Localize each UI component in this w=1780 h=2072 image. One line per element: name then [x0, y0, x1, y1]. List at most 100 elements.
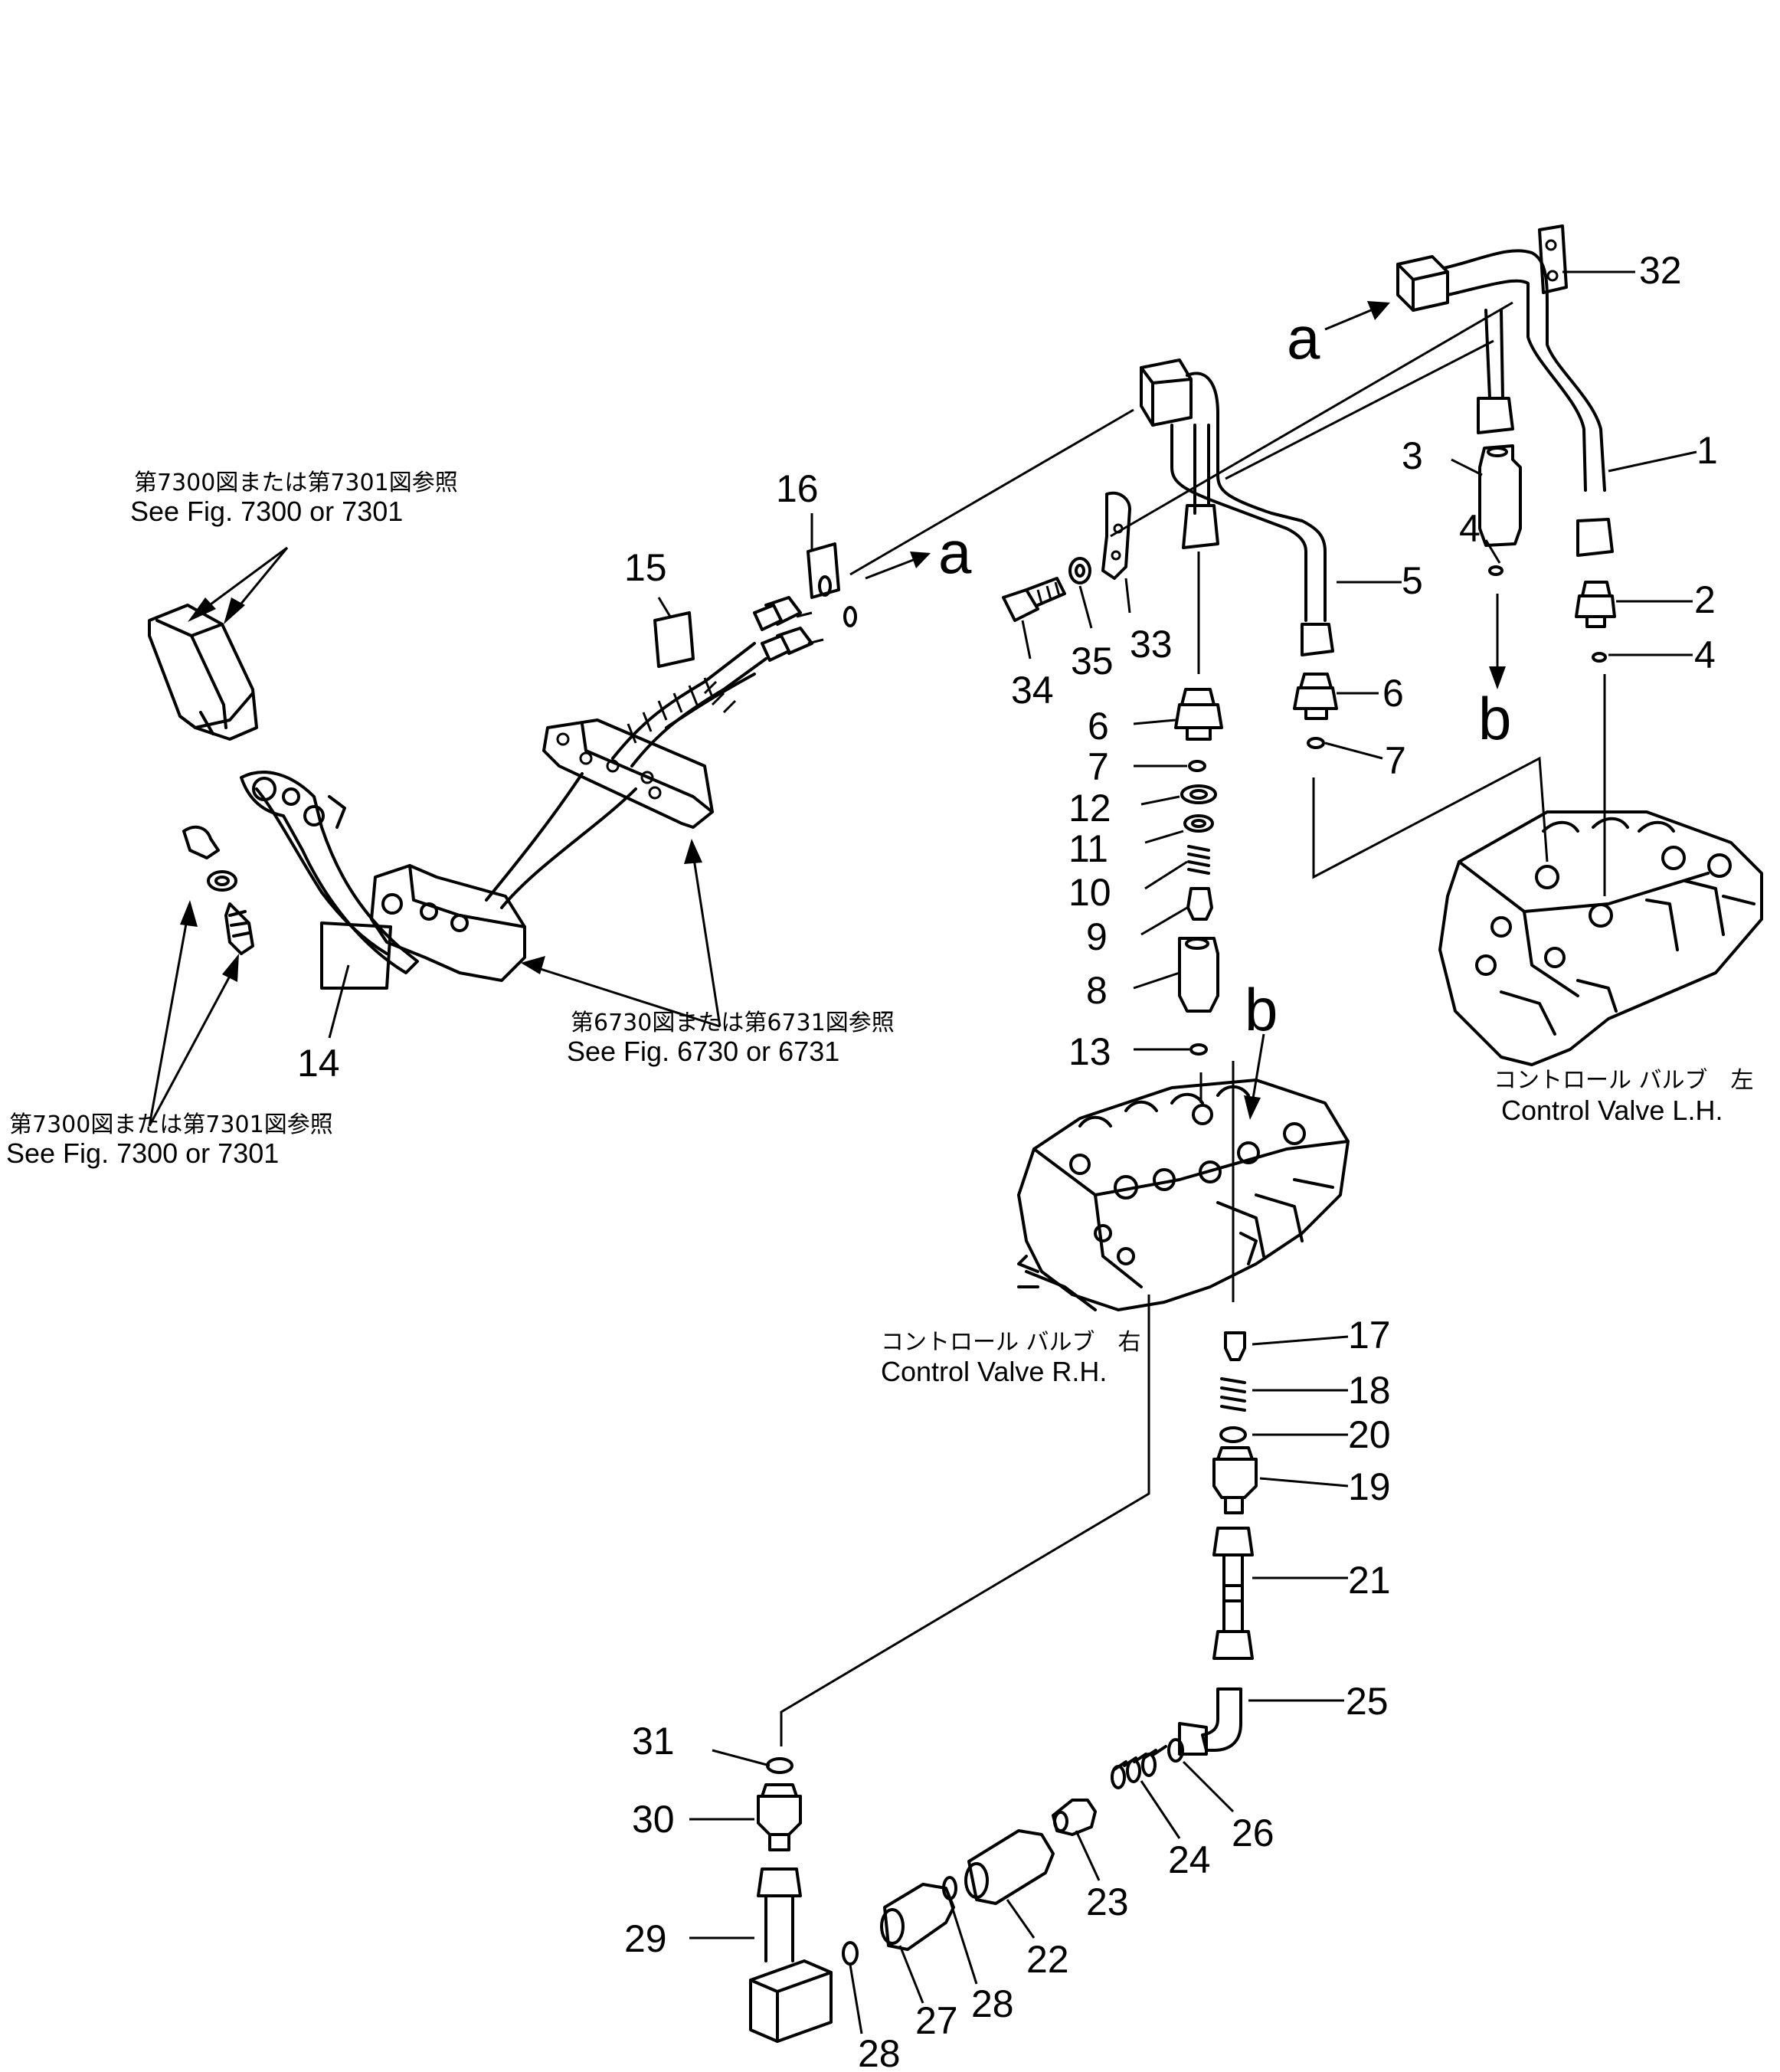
callout-27: 27 — [915, 1999, 958, 2042]
part-12-washer — [1180, 784, 1217, 804]
callout-22: 22 — [1026, 1938, 1069, 1981]
pipe5-fittings — [1293, 673, 1338, 749]
control-valve-rh — [1017, 1079, 1350, 1311]
reference-notes: 第7300図または第7301図参照 See Fig. 7300 or 7301 … — [6, 470, 1754, 1387]
pedal-lever — [240, 771, 419, 974]
part-2-4 — [1575, 581, 1616, 663]
callout-13: 13 — [1068, 1030, 1111, 1073]
letter-a-right: a — [1287, 304, 1320, 372]
part-27-body — [880, 1883, 955, 1951]
callout-7-right: 7 — [1385, 739, 1406, 782]
part-7-oring — [1188, 760, 1206, 772]
callout-6-right: 6 — [1382, 672, 1404, 715]
valve-rh-label-en: Control Valve R.H. — [881, 1356, 1107, 1387]
part-21-tube — [1212, 1527, 1254, 1660]
callout-10: 10 — [1068, 871, 1111, 914]
part-23-poppet — [1052, 1799, 1097, 1836]
note-fig7300-top-ja: 第7300図または第7301図参照 — [134, 470, 458, 496]
callout-19: 19 — [1348, 1465, 1391, 1508]
valve-rh-label-ja: コントロール バルブ 右 — [881, 1329, 1141, 1356]
letter-b-right: b — [1478, 685, 1511, 752]
bottom-chain — [749, 1738, 1184, 2043]
part-25-elbow — [1178, 1687, 1242, 1756]
callout-12: 12 — [1068, 787, 1111, 830]
callout-3: 3 — [1402, 434, 1423, 477]
hose-pair — [611, 596, 824, 768]
part-20-oring — [1219, 1426, 1247, 1443]
callout-9: 9 — [1086, 915, 1108, 958]
part-30-fitting — [757, 1783, 802, 1851]
part-3-4 — [1478, 444, 1522, 576]
callout-4-lower: 4 — [1694, 633, 1716, 676]
callout-25: 25 — [1346, 1680, 1389, 1723]
callout-7-left: 7 — [1088, 745, 1109, 788]
callout-29: 29 — [624, 1917, 667, 1960]
part-19-fitting — [1212, 1446, 1258, 1514]
part-16-orings — [807, 542, 857, 627]
callout-15: 15 — [624, 546, 667, 589]
parts-33-34-35 — [1002, 491, 1131, 622]
callout-6-left: 6 — [1088, 705, 1109, 748]
callout-8: 8 — [1086, 969, 1108, 1012]
callout-11: 11 — [1068, 827, 1108, 870]
callout-33: 33 — [1130, 623, 1173, 666]
note-fig7300-top-en: See Fig. 7300 or 7301 — [130, 496, 403, 527]
note-fig7300-bottom-ja: 第7300図または第7301図参照 — [9, 1111, 333, 1138]
callout-1: 1 — [1697, 429, 1718, 472]
note-fig7300-bottom-en: See Fig. 7300 or 7301 — [6, 1137, 279, 1169]
pedal-body — [320, 864, 526, 990]
letter-b-center: b — [1245, 976, 1278, 1043]
callout-5: 5 — [1402, 559, 1423, 602]
note-fig6730-ja: 第6730図または第6731図参照 — [571, 1010, 895, 1036]
valve-lh-label-ja: コントロール バルブ 左 — [1494, 1067, 1754, 1094]
pipe-5 — [1140, 358, 1334, 656]
callout-21: 21 — [1348, 1559, 1391, 1602]
callout-32: 32 — [1639, 249, 1682, 292]
part-26-oring — [1167, 1738, 1184, 1763]
note-fig6730-en: See Fig. 6730 or 6731 — [567, 1036, 839, 1067]
callout-35: 35 — [1071, 640, 1114, 682]
callout-14: 14 — [297, 1042, 340, 1085]
callout-23: 23 — [1086, 1881, 1129, 1923]
letter-a-left: a — [938, 519, 972, 586]
part-17-poppet — [1224, 1331, 1246, 1361]
lower-stack — [1178, 1331, 1258, 1756]
valve-lh-label-en: Control Valve L.H. — [1501, 1095, 1723, 1126]
part-28-oring-b — [842, 1941, 859, 1966]
pipe-1 — [1396, 224, 1614, 557]
connection-letters: a a b b — [938, 304, 1511, 1043]
callout-34: 34 — [1011, 669, 1054, 712]
callout-4-upper: 4 — [1459, 507, 1481, 550]
part-9-poppet — [1186, 887, 1213, 921]
callout-20: 20 — [1348, 1413, 1391, 1456]
callout-18: 18 — [1348, 1369, 1391, 1412]
pedal-mount-plate — [485, 718, 714, 909]
pedal-clamp — [182, 825, 254, 955]
part-6-fitting — [1174, 688, 1223, 741]
callout-16: 16 — [776, 467, 819, 510]
valve-stack — [1174, 688, 1223, 1056]
callout-2: 2 — [1694, 578, 1716, 621]
callout-numbers: 1 2 3 4 4 5 6 6 7 7 8 9 10 11 12 13 14 1… — [297, 249, 1718, 2072]
part-31-oring — [766, 1757, 793, 1774]
callout-31: 31 — [632, 1720, 675, 1763]
callout-28-a: 28 — [971, 1982, 1014, 2025]
callout-24: 24 — [1168, 1838, 1211, 1881]
pedal-assembly — [148, 542, 857, 990]
part-10-spring — [1187, 845, 1210, 875]
connection-lines — [780, 301, 1606, 1746]
part-22-body — [964, 1829, 1055, 1905]
reference-arrows — [148, 301, 1506, 1127]
callout-17: 17 — [1348, 1314, 1391, 1357]
pedal-bracket-top — [148, 604, 258, 741]
leader-lines — [328, 270, 1697, 2034]
control-valve-lh — [1438, 810, 1763, 1066]
callout-28-b: 28 — [858, 2032, 901, 2072]
callout-26: 26 — [1232, 1812, 1274, 1854]
callout-30: 30 — [632, 1798, 675, 1841]
part-18-spring — [1220, 1377, 1246, 1412]
part-8-body — [1178, 937, 1219, 1013]
part-11-washer — [1183, 814, 1214, 833]
part-13-oring — [1189, 1043, 1208, 1056]
